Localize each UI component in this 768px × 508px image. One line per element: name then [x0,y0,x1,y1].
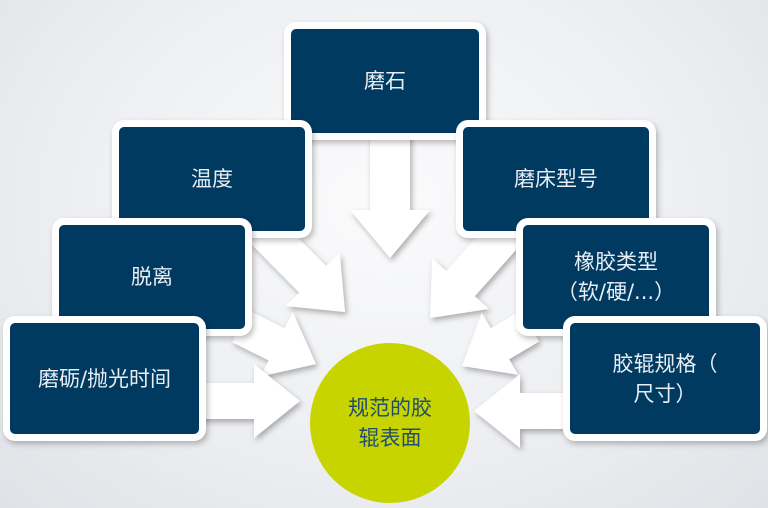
center-label: 规范的胶 辊表面 [348,396,432,450]
factor-label: 磨床型号 [514,167,598,191]
factor-label: 磨砺/抛光时间 [37,366,172,391]
arrow-from-grinder-model [430,215,525,318]
factor-grinding-stone: 磨石 [284,22,486,140]
factor-label: 温度 [191,167,233,191]
arrow-from-roller-spec [474,374,570,448]
factor-label: 橡胶类型 （软/硬/...） [556,250,676,304]
factor-roller-spec: 胶辊规格（ 尺寸） [563,316,767,441]
arrow-from-grinding-time [200,364,300,438]
factor-label: 磨石 [364,69,406,93]
factor-label: 胶辊规格（ 尺寸） [612,351,718,406]
center-result-circle: 规范的胶 辊表面 [310,343,470,503]
arrow-from-temperature [248,214,345,312]
arrow-from-detachment [232,309,316,377]
factor-grinding-time: 磨砺/抛光时间 [3,316,206,441]
factor-label: 脱离 [131,265,173,289]
arrow-from-grinding-stone [350,130,430,258]
